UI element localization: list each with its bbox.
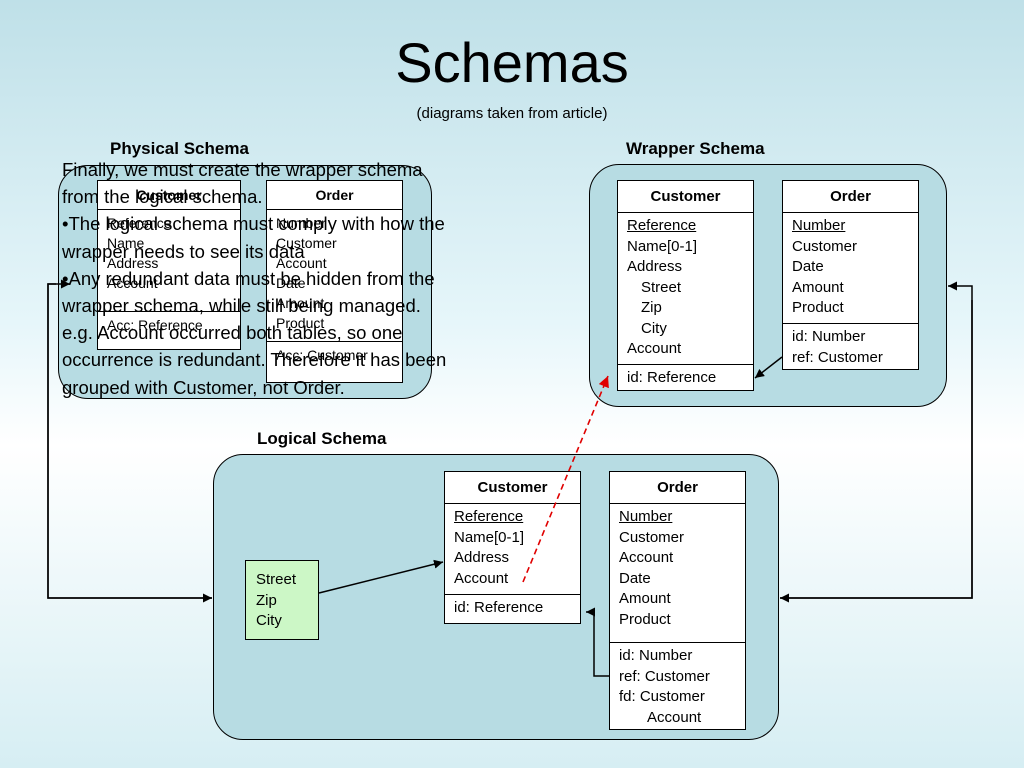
address-group-arrow (318, 559, 444, 594)
constraint: Account (647, 708, 702, 726)
slide-title: Schemas (395, 31, 629, 94)
address-group-box: Street Zip City (245, 560, 319, 640)
text-line: grouped with Customer, not Order. (62, 376, 345, 398)
attribute: Name (107, 235, 145, 251)
constraint: id: Reference (627, 369, 717, 386)
attribute: Number (619, 508, 673, 525)
attribute: Name[0-1] (627, 237, 698, 255)
wrapper-order-table: Order Number Customer Date Amount Produc… (782, 180, 919, 370)
attribute: Date (792, 258, 824, 275)
attribute: Reference (454, 508, 524, 525)
logical-to-wrapper-arrow (780, 281, 973, 599)
table-name: Customer (445, 472, 580, 504)
attribute: Account (454, 569, 509, 587)
attribute: Account (627, 340, 682, 357)
table-name: Order (783, 181, 918, 213)
constraint: id: Number (619, 647, 693, 664)
attribute: Product (792, 299, 844, 316)
logical-from-wrapper-right-arrow (780, 300, 973, 603)
constraint: Acc: Reference (107, 317, 203, 333)
account-moved-dashed-arrow (522, 375, 609, 583)
wrapper-customer-table: Customer Reference Name[0-1] Address Str… (617, 180, 754, 391)
attribute: Product (619, 610, 671, 628)
attribute: Name[0-1] (454, 528, 525, 546)
explanation-text: Finally, we must create the wrapper sche… (62, 156, 562, 401)
wrapper-schema-title: Wrapper Schema (626, 139, 765, 158)
attribute: Customer (792, 237, 858, 255)
logical-order-table: Order Number Customer Account Date Amoun… (609, 471, 746, 730)
attribute: Zip (641, 299, 662, 316)
physical-customer-table: Customer Reference Name Address Account … (97, 180, 241, 350)
attribute: Customer (276, 235, 337, 251)
table-name: Customer (618, 181, 753, 213)
attribute: Street (641, 278, 682, 296)
text-line: wrapper needs to see its data (62, 240, 305, 262)
attribute: Address (627, 258, 683, 275)
attribute: Date (276, 275, 306, 291)
text-line: •Any redundant data must be hidden from … (62, 267, 435, 289)
text-line: wrapper schema, while still being manage… (62, 295, 421, 317)
constraint: id: Number (792, 328, 866, 345)
attribute: Account (107, 275, 158, 291)
constraint: id: Reference (454, 599, 544, 616)
constraint: fd: Customer (619, 688, 705, 705)
attribute: Zip (256, 591, 277, 609)
attribute: Reference (627, 217, 697, 234)
table-name: Customer (98, 181, 240, 210)
attribute: Account (276, 255, 327, 271)
attribute: Street (256, 571, 297, 588)
attribute: Address (454, 549, 510, 566)
table-name: Order (610, 472, 745, 504)
attribute: Account (619, 549, 674, 566)
logical-from-wrapper-left-arrow (47, 283, 212, 603)
attribute: Amount (276, 295, 325, 311)
text-line: •The logical schema must comply with how… (62, 213, 445, 235)
attribute: Amount (619, 590, 671, 607)
logical-schema-title: Logical Schema (257, 429, 387, 448)
attribute: City (256, 612, 282, 629)
text-line: occurrence is redundant. Therefore it ha… (62, 349, 447, 371)
attribute: Number (792, 217, 846, 234)
attribute: City (641, 319, 667, 337)
attribute: Product (276, 315, 325, 331)
table-name: Order (267, 181, 402, 210)
physical-schema-title: Physical Schema (110, 139, 249, 158)
logical-order-reference-arrow (586, 607, 609, 677)
attribute: Reference (107, 215, 172, 231)
attribute: Number (276, 215, 326, 231)
constraint: ref: Customer (619, 667, 710, 685)
attribute: Customer (619, 528, 685, 546)
physical-order-table: Order Number Customer Account Date Amoun… (266, 180, 403, 383)
constraint: ref: Customer (792, 348, 883, 366)
text-line: Finally, we must create the wrapper sche… (62, 159, 423, 180)
wrapper-order-reference-arrow (754, 356, 783, 379)
text-line: e.g. Account occurred both tables, so on… (62, 322, 403, 344)
constraint: Acc: Customer (276, 347, 368, 363)
attribute: Date (619, 569, 651, 587)
attribute: Address (107, 255, 159, 271)
slide-subtitle: (diagrams taken from article) (416, 105, 608, 122)
text-line: from the logical schema. (62, 186, 263, 208)
attribute: Amount (792, 278, 844, 296)
